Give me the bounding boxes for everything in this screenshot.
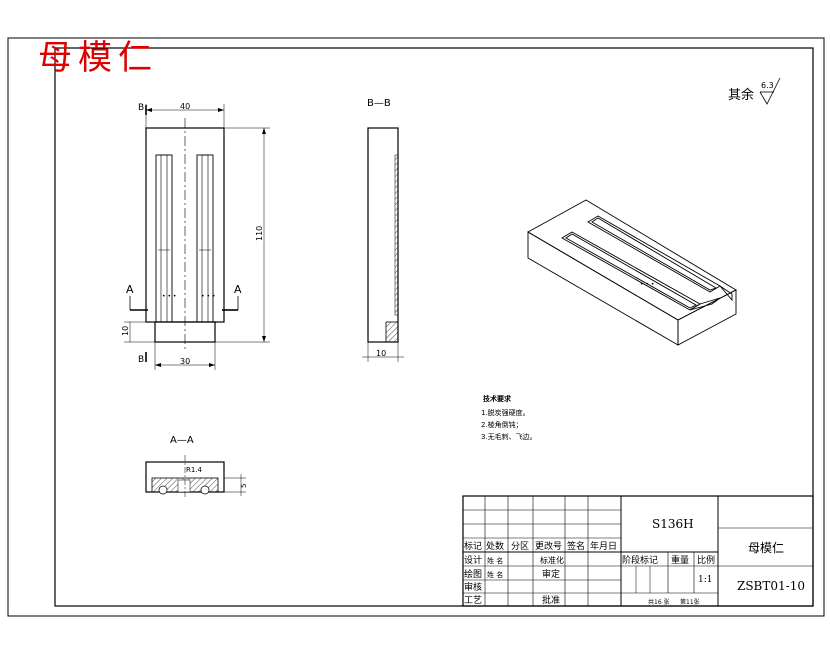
- side-slot-section: [394, 154, 399, 316]
- dim-width-bottom: 30: [180, 357, 190, 366]
- tb-design-name: 姓 名: [487, 556, 503, 565]
- side-dim: 10: [376, 349, 386, 358]
- tb-approve-label: 审定: [542, 568, 560, 580]
- tb-process-label: 工艺: [464, 595, 482, 606]
- tb-total-sheets: 共16 张: [648, 598, 670, 606]
- section-radius: R1.4: [186, 466, 203, 474]
- section-view-aa: A—A R1.4 5: [145, 435, 248, 498]
- tech-req-item-1: 1.脱炭强硬度。: [481, 408, 530, 417]
- section-mark-b-top: B: [138, 103, 144, 113]
- dim-height: 110: [255, 226, 264, 241]
- side-view-title: B—B: [367, 98, 391, 109]
- title-block: [462, 495, 814, 607]
- side-view-bb: B—B 10: [362, 98, 404, 362]
- side-body: [367, 127, 399, 343]
- tb-design-label: 设计: [464, 554, 482, 566]
- tb-header-date: 年月日: [590, 540, 617, 552]
- front-view: • • • • • • 40 110 10 30 B: [121, 102, 270, 370]
- tb-scale-value: 1:1: [698, 575, 712, 585]
- tb-header-sign: 签名: [567, 540, 585, 552]
- tb-header-mark: 标记: [464, 540, 482, 552]
- drawing-frame: [54, 47, 814, 607]
- tb-header-zone: 分区: [511, 541, 529, 552]
- tb-sheet-number: 第11张: [680, 598, 700, 606]
- tech-req-title: 技术要求: [483, 394, 512, 403]
- tb-draw-label: 绘图: [464, 568, 482, 580]
- tb-ratify-label: 批准: [542, 594, 560, 606]
- svg-text:• • •: • • •: [640, 281, 654, 288]
- tb-draw-name: 姓 名: [487, 570, 503, 579]
- section-view-title: A—A: [170, 435, 194, 446]
- tb-header-change: 更改号: [535, 540, 562, 552]
- side-base-section: [385, 321, 399, 343]
- tb-check-label: 审核: [464, 581, 482, 593]
- section-mark-b-bottom: B: [138, 355, 144, 365]
- tech-req-item-3: 3.无毛刺、飞边。: [481, 432, 537, 441]
- tb-part-code: S136H: [652, 517, 694, 531]
- roughness-value: 6.3: [761, 81, 774, 90]
- dim-base-height: 10: [121, 326, 130, 336]
- tb-weight-label: 重量: [671, 554, 689, 566]
- tb-standardize-label: 标准化: [540, 555, 564, 565]
- roughness-symbol: [759, 77, 781, 105]
- title-block-text: 标记 处数 分区 更改号 签名 年月日 设计 姓 名 标准化 绘图 姓 名 审定…: [464, 517, 805, 606]
- surface-roughness-note: 其余 6.3: [728, 77, 781, 105]
- sheet-border: [7, 37, 825, 617]
- svg-text:• • •: • • •: [201, 293, 215, 300]
- tb-scale-label: 比例: [697, 554, 715, 566]
- roughness-label: 其余: [728, 87, 754, 103]
- tb-stage-label: 阶段标记: [622, 554, 658, 566]
- dim-width-top: 40: [180, 102, 190, 111]
- section-depth: 5: [240, 484, 248, 488]
- svg-text:• • •: • • •: [162, 293, 176, 300]
- tb-drawing-number: ZSBT01-10: [737, 579, 805, 593]
- watermark-text: 母模仁: [38, 38, 158, 78]
- isometric-view: • • •: [527, 199, 737, 346]
- section-mark-a-left: A: [126, 283, 134, 296]
- technical-requirements: 技术要求 1.脱炭强硬度。 2.棱角倒钝； 3.无毛刺、飞边。: [481, 394, 537, 441]
- section-mark-a-right: A: [234, 283, 242, 296]
- tech-req-item-2: 2.棱角倒钝；: [481, 420, 523, 429]
- tb-part-name: 母模仁: [748, 541, 784, 555]
- tb-header-count: 处数: [486, 540, 504, 552]
